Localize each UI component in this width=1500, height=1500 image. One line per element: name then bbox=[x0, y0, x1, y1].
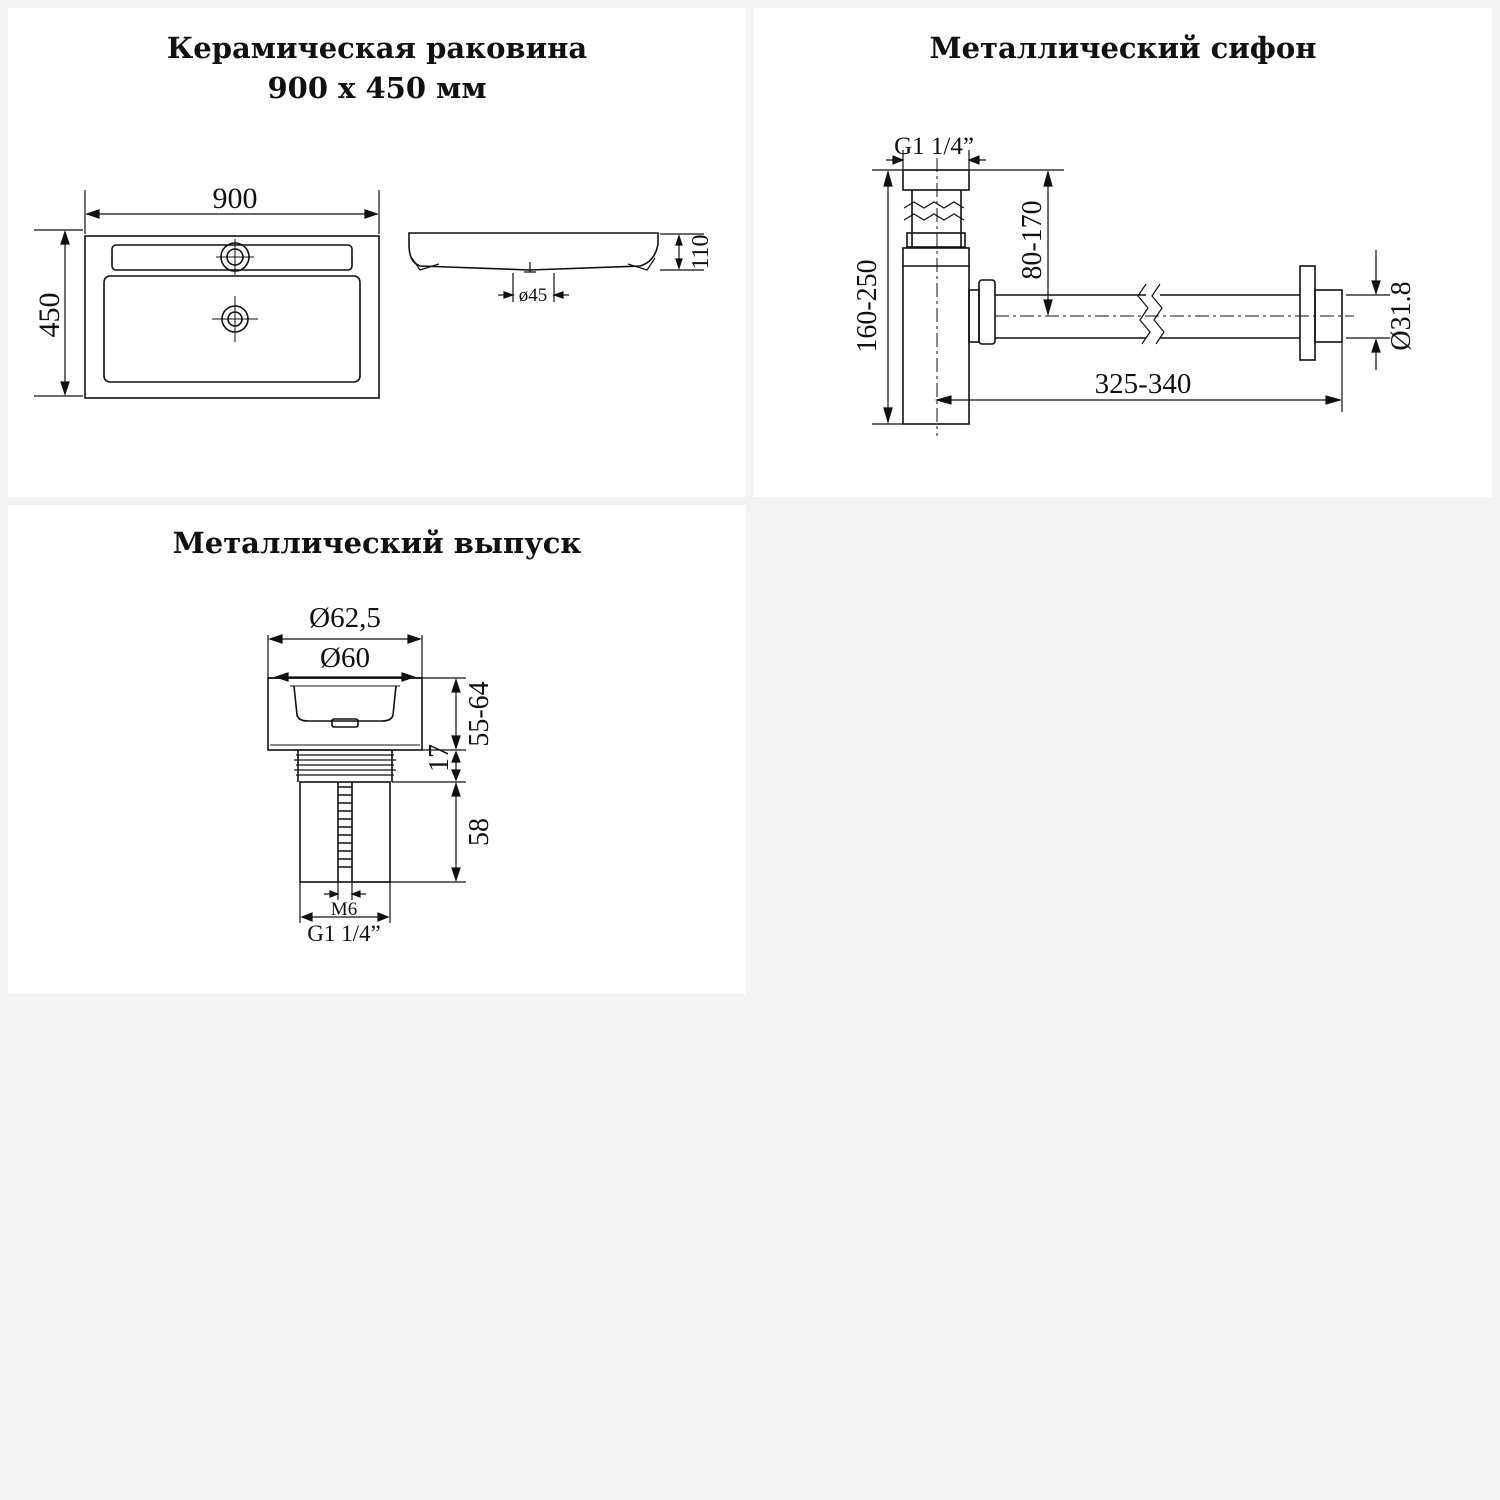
outlet-height-label: 55-64 bbox=[464, 681, 495, 746]
outlet-height-dimension bbox=[352, 677, 466, 883]
siphon-panel: Металлический сифон bbox=[754, 8, 1492, 497]
basin-depth-dimension bbox=[34, 229, 83, 397]
outlet-title: Металлический выпуск bbox=[172, 526, 582, 560]
basin-side-view bbox=[408, 232, 659, 273]
outlet-drawing: Ø62,5 Ø60 55-64 17 58 bbox=[267, 602, 495, 946]
siphon-body bbox=[902, 158, 970, 436]
basin-top-view bbox=[84, 235, 380, 399]
outlet-inner-label: Ø60 bbox=[320, 642, 370, 674]
basin-title: Керамическая раковина 900 х 450 мм bbox=[8, 28, 746, 108]
siphon-pipe-label: Ø31.8 bbox=[1386, 281, 1417, 350]
basin-drawing: 900 450 110 bbox=[33, 182, 714, 399]
basin-drain-dimension bbox=[498, 273, 569, 302]
outlet-outer-dimension bbox=[267, 634, 423, 682]
basin-depth-label: 450 bbox=[33, 293, 66, 338]
outlet-thread-label: G1 1/4” bbox=[307, 921, 380, 946]
drain-icon bbox=[212, 296, 258, 342]
siphon-adjust-label: 80-170 bbox=[1017, 200, 1048, 279]
basin-title-line1: Керамическая раковина bbox=[166, 31, 588, 65]
basin-height-dimension bbox=[660, 233, 704, 271]
siphon-length-dimension bbox=[934, 342, 1343, 412]
outlet-flange-label: 17 bbox=[424, 744, 455, 772]
outlet-panel: Металлический выпуск bbox=[8, 505, 746, 994]
siphon-drawing: G1 1/4” 160-250 80-170 Ø31.8 bbox=[852, 133, 1417, 436]
basin-width-label: 900 bbox=[213, 182, 258, 215]
outlet-screw-label: M6 bbox=[331, 899, 357, 920]
overflow-icon bbox=[216, 239, 254, 275]
basin-height-label: 110 bbox=[688, 234, 714, 269]
siphon-title: Металлический сифон bbox=[929, 31, 1317, 65]
basin-title-line2: 900 х 450 мм bbox=[267, 71, 487, 105]
siphon-thread-label: G1 1/4” bbox=[894, 133, 974, 160]
basin-width-dimension bbox=[84, 190, 380, 234]
siphon-adjust-dimension bbox=[969, 169, 1064, 317]
basin-drain-label: ø45 bbox=[519, 285, 548, 306]
outlet-outer-label: Ø62,5 bbox=[309, 602, 381, 634]
siphon-pipe bbox=[968, 265, 1354, 361]
outlet-bottom-dimension bbox=[299, 882, 391, 923]
basin-panel: Керамическая раковина 900 х 450 мм bbox=[8, 8, 746, 497]
siphon-pipe-dimension bbox=[1346, 250, 1390, 370]
outlet-body-label: 58 bbox=[464, 818, 495, 846]
siphon-height-label: 160-250 bbox=[852, 259, 883, 352]
siphon-thread-dimension bbox=[886, 150, 986, 170]
outlet-body bbox=[267, 677, 423, 883]
siphon-height-dimension bbox=[872, 169, 903, 425]
siphon-length-label: 325-340 bbox=[1095, 368, 1192, 400]
